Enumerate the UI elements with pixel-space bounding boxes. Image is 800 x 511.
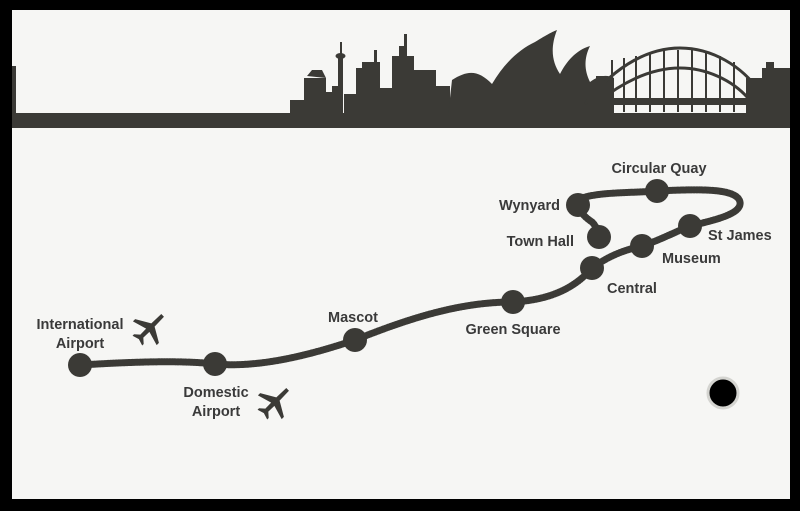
- label-green-square: Green Square: [465, 322, 560, 338]
- station-wynyard: [566, 193, 590, 217]
- station-dots: [68, 179, 702, 377]
- airplane-icon: [257, 388, 289, 420]
- station-circular-quay: [645, 179, 669, 203]
- airplane-icon: [132, 314, 164, 346]
- station-st-james: [678, 214, 702, 238]
- label-domestic-airport-2: Airport: [192, 404, 241, 420]
- station-museum: [630, 234, 654, 258]
- label-st-james: St James: [708, 228, 772, 244]
- label-central: Central: [607, 281, 657, 297]
- station-international-airport: [68, 353, 92, 377]
- label-museum: Museum: [662, 251, 721, 267]
- station-mascot: [343, 328, 367, 352]
- label-town-hall: Town Hall: [507, 234, 574, 250]
- station-central: [580, 256, 604, 280]
- station-domestic-airport: [203, 352, 227, 376]
- label-mascot: Mascot: [328, 310, 378, 326]
- label-international-airport-1: International: [36, 317, 123, 333]
- label-international-airport-2: Airport: [56, 336, 105, 352]
- punch-hole: [706, 376, 740, 410]
- station-green-square: [501, 290, 525, 314]
- sydney-skyline-icon: [12, 30, 790, 128]
- label-domestic-airport-1: Domestic: [183, 385, 248, 401]
- label-wynyard: Wynyard: [499, 198, 560, 214]
- label-circular-quay: Circular Quay: [611, 161, 706, 177]
- station-town-hall: [587, 225, 611, 249]
